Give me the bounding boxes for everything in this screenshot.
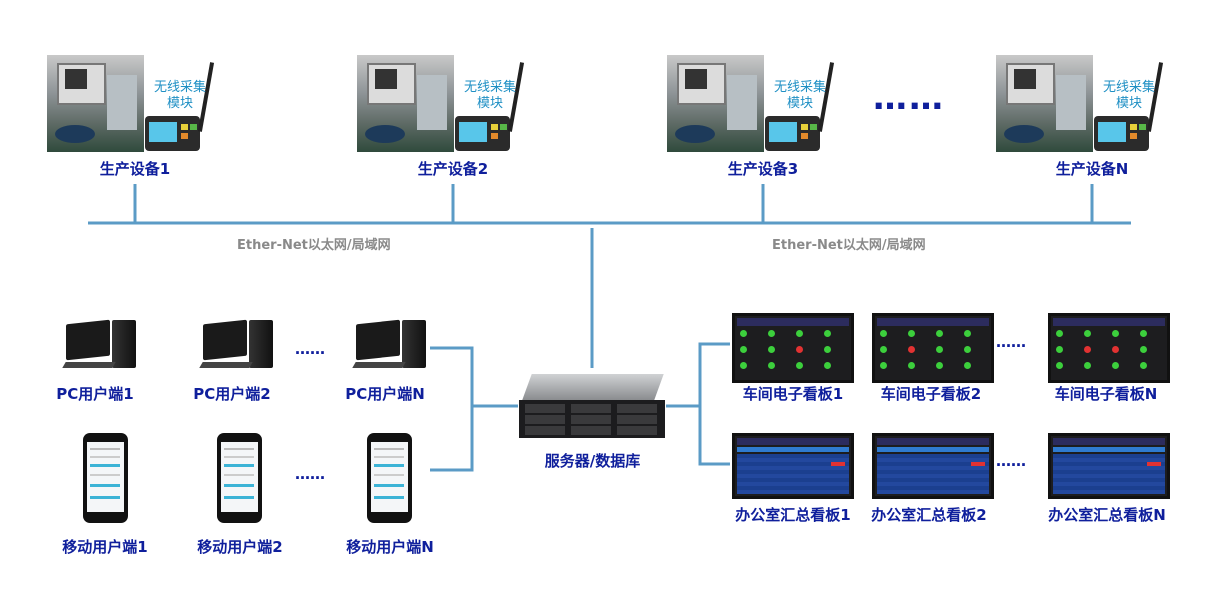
device-label: 生产设备N bbox=[1055, 160, 1129, 178]
devices-ellipsis: …… bbox=[873, 78, 945, 118]
device-label: 生产设备1 bbox=[99, 160, 171, 178]
board-screen bbox=[732, 433, 854, 499]
office-board-label: 办公室汇总看板1 bbox=[735, 506, 851, 524]
device-label: 生产设备3 bbox=[727, 160, 799, 178]
workshop-board-label: 车间电子看板2 bbox=[880, 385, 982, 403]
board-screen bbox=[872, 313, 994, 383]
collector-module bbox=[1094, 116, 1149, 151]
device-label: 生产设备2 bbox=[417, 160, 489, 178]
network-label-left: Ether-Net以太网/局域网 bbox=[237, 238, 391, 253]
keyboard-icon bbox=[62, 362, 116, 368]
server-label: 服务器/数据库 bbox=[544, 452, 641, 470]
pc-ellipsis: …… bbox=[295, 340, 325, 358]
board-screen bbox=[1048, 433, 1170, 499]
mobile-ellipsis: …… bbox=[295, 465, 325, 483]
mobile-client-label: 移动用户端2 bbox=[197, 538, 283, 556]
module-label: 无线采集模块 bbox=[153, 80, 206, 111]
pc-monitor-icon bbox=[203, 319, 247, 361]
board-bracket-line bbox=[698, 342, 730, 466]
pc-client-label: PC用户端2 bbox=[193, 385, 271, 403]
client-bracket-line bbox=[430, 346, 474, 472]
collector-module bbox=[145, 116, 200, 151]
pc-client-label: PC用户端1 bbox=[56, 385, 134, 403]
module-label: 无线采集模块 bbox=[1102, 80, 1155, 111]
pc-tower-icon bbox=[402, 320, 426, 368]
board-screen bbox=[872, 433, 994, 499]
board-screen bbox=[732, 313, 854, 383]
pc-client-label: PC用户端N bbox=[345, 385, 425, 403]
pc-tower-icon bbox=[112, 320, 136, 368]
pc-tower-icon bbox=[249, 320, 273, 368]
phone-icon bbox=[217, 433, 262, 523]
office-board-label: 办公室汇总看板2 bbox=[871, 506, 987, 524]
collector-module bbox=[455, 116, 510, 151]
machine-photo bbox=[47, 55, 144, 152]
phone-icon bbox=[367, 433, 412, 523]
mobile-client-label: 移动用户端N bbox=[346, 538, 434, 556]
module-label: 无线采集模块 bbox=[773, 80, 826, 111]
pc-monitor-icon bbox=[356, 319, 400, 361]
office-board-label: 办公室汇总看板N bbox=[1048, 506, 1166, 524]
machine-photo bbox=[357, 55, 454, 152]
network-label-right: Ether-Net以太网/局域网 bbox=[772, 238, 926, 253]
workshop-board-label: 车间电子看板N bbox=[1054, 385, 1158, 403]
module-label: 无线采集模块 bbox=[463, 80, 516, 111]
mobile-client-label: 移动用户端1 bbox=[62, 538, 148, 556]
workshop-board-ellipsis: …… bbox=[996, 333, 1026, 351]
office-board-ellipsis: …… bbox=[996, 452, 1026, 470]
machine-photo bbox=[667, 55, 764, 152]
board-screen bbox=[1048, 313, 1170, 383]
workshop-board-label: 车间电子看板1 bbox=[742, 385, 844, 403]
collector-module bbox=[765, 116, 820, 151]
keyboard-icon bbox=[352, 362, 406, 368]
machine-photo bbox=[996, 55, 1093, 152]
pc-monitor-icon bbox=[66, 319, 110, 361]
keyboard-icon bbox=[199, 362, 253, 368]
server-icon bbox=[519, 374, 667, 440]
phone-icon bbox=[83, 433, 128, 523]
